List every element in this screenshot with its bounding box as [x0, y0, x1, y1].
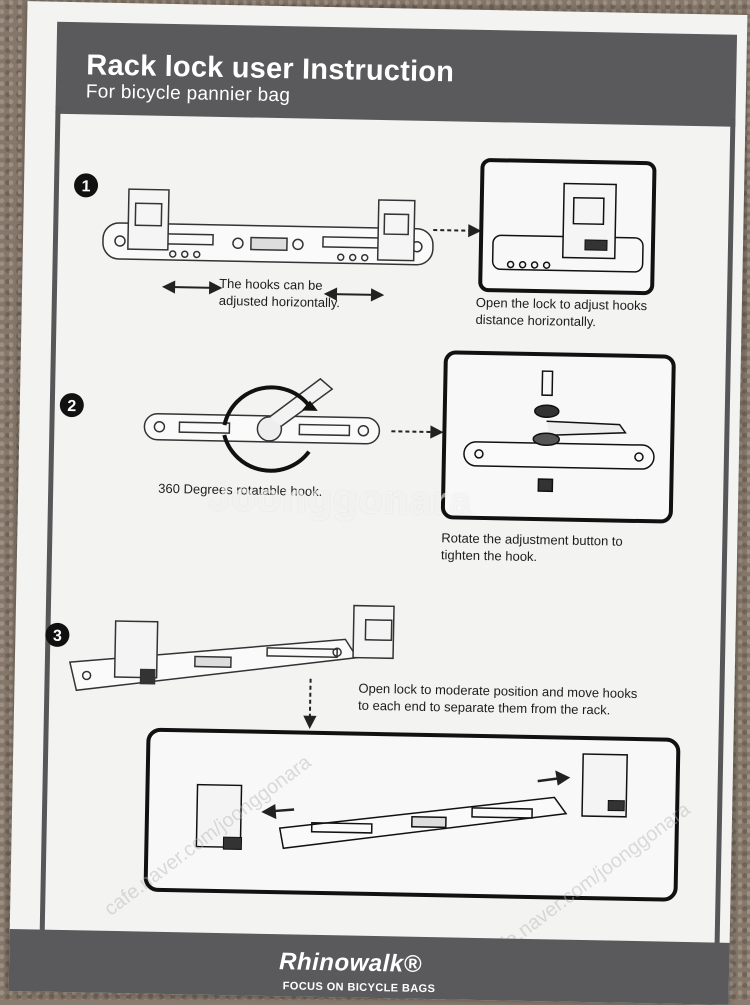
step-2-detail-box — [440, 350, 676, 524]
step-3-caption-right: Open lock to moderate position and move … — [358, 680, 638, 719]
step-3-rack-illustration — [68, 604, 395, 692]
step-1-rack-illustration — [102, 188, 434, 266]
step-2-caption-right: Rotate the adjustment button to tighten … — [441, 529, 623, 566]
step-3-dashed-down-arrow — [303, 678, 317, 729]
step-3-detail-box — [143, 727, 681, 902]
center-watermark: Joonggonara — [207, 474, 473, 524]
step-1-caption-right: Open the lock to adjust hooks distance h… — [475, 294, 647, 331]
step-1-horizontal-arrows — [161, 280, 385, 302]
instruction-diagrams: 1 — [45, 158, 681, 902]
step-3-number-badge: 3 — [45, 622, 70, 647]
instruction-sheet: Rack lock user Instruction For bicycle p… — [8, 1, 748, 1005]
step-3-separation-arrows — [261, 770, 571, 820]
step-3-number: 3 — [53, 628, 62, 645]
step-1-number: 1 — [81, 178, 90, 195]
brand-logo: Rhinowalk® — [278, 948, 423, 978]
step-1-caption-left: The hooks can be adjusted horizontally. — [219, 275, 341, 311]
brand-tagline: FOCUS ON BICYCLE BAGS — [282, 980, 436, 996]
step-1-caption-left-line-2: adjusted horizontally. — [218, 292, 341, 311]
step-1-dashed-connector — [433, 224, 482, 238]
step-2-caption-right-line-2: tighten the hook. — [440, 547, 538, 565]
step-1-caption-right-line-2: distance horizontally. — [475, 311, 597, 330]
step-2-number: 2 — [67, 398, 76, 415]
step-2-number-badge: 2 — [59, 393, 84, 418]
step-1-number-badge: 1 — [74, 173, 99, 198]
step-2-rotation-illustration — [143, 377, 381, 473]
step-1-detail-box — [478, 158, 657, 296]
step-2-dashed-connector — [391, 425, 444, 439]
